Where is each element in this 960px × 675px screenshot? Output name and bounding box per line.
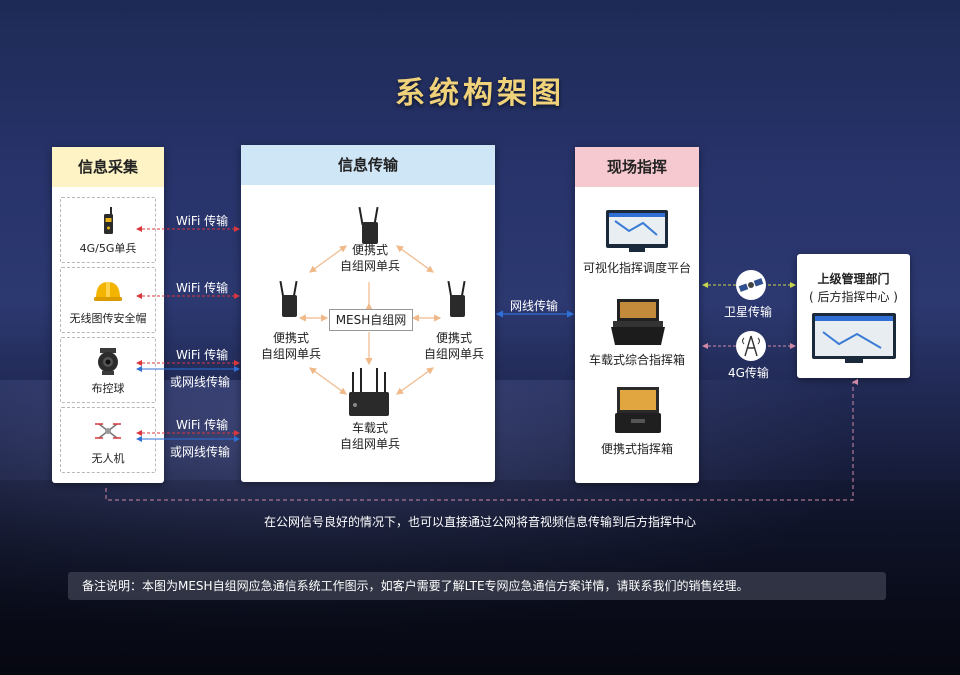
device-ptz: 布控球 xyxy=(60,337,156,403)
satellite-icon xyxy=(736,270,766,300)
link-label-wifi: WiFi 传输 xyxy=(176,348,229,362)
device-label: 布控球 xyxy=(91,382,125,395)
field-item-label: 车载式综合指挥箱 xyxy=(588,353,685,367)
wired-arrows xyxy=(136,310,575,442)
public-network-path xyxy=(105,379,858,501)
device-label: 无人机 xyxy=(91,452,125,465)
vehicle-command-case-icon xyxy=(611,299,665,345)
cell-tower-icon xyxy=(736,331,766,361)
public-network-note: 在公网信号良好的情况下，也可以直接通过公网将音视频信息传输到后方指挥中心 xyxy=(263,515,696,529)
hq-subtitle: ( 后方指挥中心 ) xyxy=(809,290,898,304)
mesh-network-label: MESH自组网 xyxy=(329,309,413,331)
command-center-screen-icon xyxy=(812,313,896,363)
link-label-wifi: WiFi 传输 xyxy=(176,418,229,432)
field-item-label: 可视化指挥调度平台 xyxy=(582,261,691,275)
page-title: 系统构架图 xyxy=(395,76,565,111)
link-label-wired: 或网线传输 xyxy=(170,375,231,389)
mesh-arrows xyxy=(298,245,442,395)
node-label-right: 便携式 自组网单兵 xyxy=(423,331,484,361)
hq-title: 上级管理部门 xyxy=(817,272,890,286)
link-label-cellular: 4G传输 xyxy=(728,366,769,380)
link-label-network: 网线传输 xyxy=(510,299,559,313)
remark-note: 备注说明：本图为MESH自组网应急通信系统工作图示，如客户需要了解LTE专网应急… xyxy=(68,572,886,600)
node-label-top: 便携式 自组网单兵 xyxy=(339,243,400,273)
portable-command-case-icon xyxy=(615,387,661,433)
link-label-satellite: 卫星传输 xyxy=(724,305,773,319)
mesh-radio-right-icon xyxy=(447,280,466,317)
ptz-camera-icon xyxy=(98,348,118,375)
device-handset: 4G/5G单兵 xyxy=(60,197,156,263)
link-label-wifi: WiFi 传输 xyxy=(176,281,229,295)
vehicle-mesh-radio-icon xyxy=(349,368,389,416)
collect-panel: 信息采集 4G/5G单兵 无线图传安全帽 布控球 xyxy=(52,147,164,483)
collect-header: 信息采集 xyxy=(52,147,164,187)
device-label: 无线图传安全帽 xyxy=(69,312,147,325)
link-label-wifi: WiFi 传输 xyxy=(176,214,229,228)
field-header: 现场指挥 xyxy=(575,147,699,187)
node-label-bottom: 车载式 自组网单兵 xyxy=(339,421,400,451)
link-label-wired: 或网线传输 xyxy=(170,445,231,459)
node-label-left: 便携式 自组网单兵 xyxy=(260,331,321,361)
wifi-arrows xyxy=(136,226,240,436)
drone-icon xyxy=(95,423,121,439)
device-label: 4G/5G单兵 xyxy=(79,242,137,255)
transmission-header: 信息传输 xyxy=(241,145,495,185)
dispatch-platform-icon xyxy=(606,210,668,252)
mesh-radio-top-icon xyxy=(358,206,379,244)
field-item-label: 便携式指挥箱 xyxy=(600,442,673,456)
radio-handset-icon xyxy=(104,207,113,234)
field-panel: 现场指挥 可视化指挥调度平台 车载式综合指挥箱 便携式指挥箱 xyxy=(575,147,699,483)
device-helmet: 无线图传安全帽 xyxy=(60,267,156,333)
mesh-radio-left-icon xyxy=(279,280,298,317)
hq-panel: 上级管理部门 ( 后方指挥中心 ) xyxy=(797,254,910,378)
safety-helmet-icon xyxy=(94,282,122,301)
